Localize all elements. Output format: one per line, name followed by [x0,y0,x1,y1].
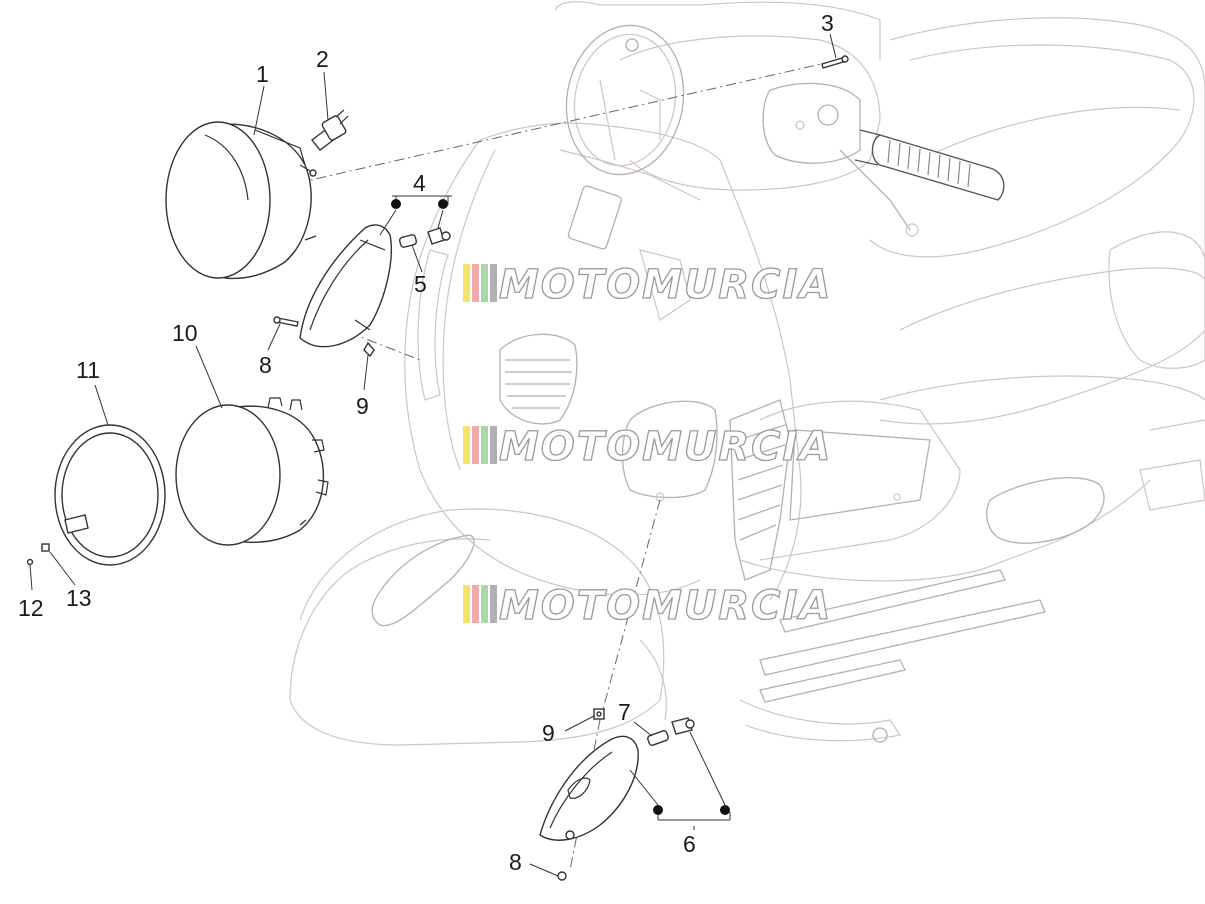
callout-9-top: 9 [356,393,369,419]
watermark-3: MOTOMURCIA [463,582,832,630]
screw-3 [821,55,849,69]
screw-8-top [273,316,299,327]
callout-2: 2 [316,46,329,72]
turn-signal-right [539,717,695,841]
callout-6: 6 [683,831,696,857]
watermark-1: MOTOMURCIA [463,261,832,309]
mirror [565,24,685,176]
led-headlight-unit [175,397,329,546]
callout-9-bottom: 9 [542,720,555,746]
callout-13: 13 [66,585,92,611]
watermark-text: MOTOMURCIA [499,262,832,308]
hand-grip [854,129,1005,201]
callout-1: 1 [256,61,269,87]
turn-signal-left [299,224,451,348]
screw-12 [26,558,34,566]
callout-7: 7 [618,699,631,725]
callouts: 1 2 3 4 5 8 9 10 11 12 13 9 7 6 8 [18,10,834,875]
scooter-body-outline [289,1,1205,746]
headlight-unit [165,121,317,280]
headlight-trim-ring [54,424,166,566]
callout-12: 12 [18,595,44,621]
callout-10: 10 [172,320,198,346]
watermark-text: MOTOMURCIA [499,583,832,629]
callout-5: 5 [414,271,427,297]
watermark-2: MOTOMURCIA [463,423,832,471]
headlight-bulb [311,109,349,151]
callout-8-bottom: 8 [509,849,522,875]
callout-4: 4 [413,170,426,196]
leader-lines [29,33,837,877]
callout-3: 3 [821,10,834,36]
clip-9-top [363,341,375,358]
callout-11: 11 [76,357,100,383]
watermark-text: MOTOMURCIA [499,424,832,470]
callout-8-top: 8 [259,352,272,378]
clip-9-bottom [593,708,605,720]
nut-13 [41,543,50,552]
screw-8-bottom [557,871,567,881]
assembly-lines [257,61,831,871]
